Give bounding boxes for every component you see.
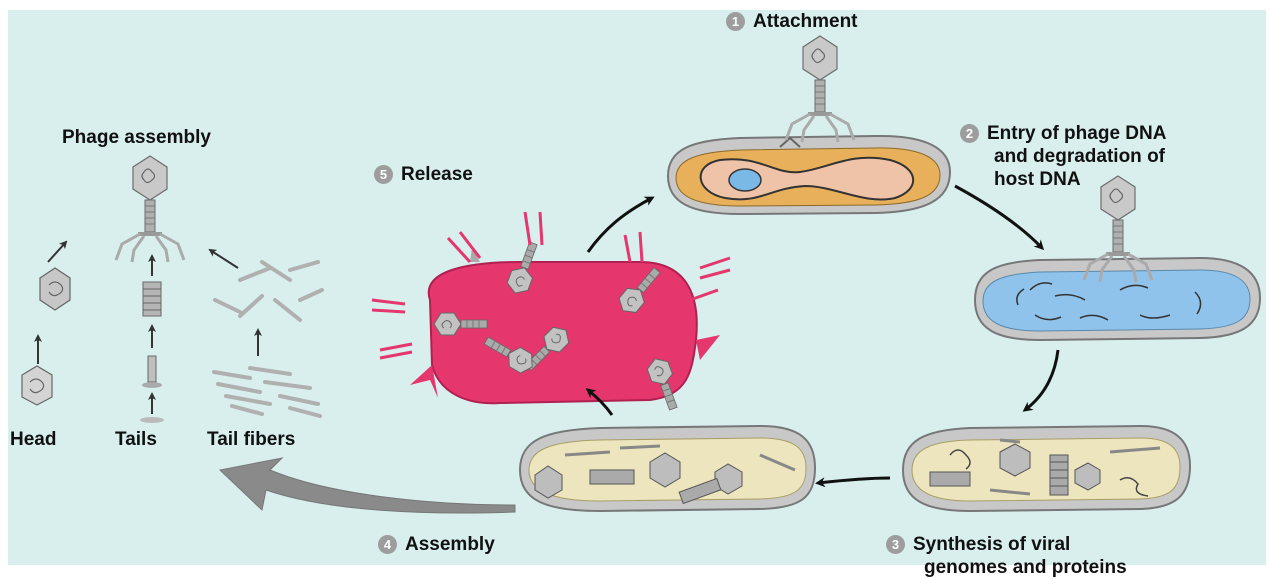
arrow-release-to-attachment (588, 198, 652, 252)
cell-assembly (520, 426, 815, 511)
step-1-label: 1 Attachment (726, 10, 858, 33)
part-label-tail-fibers: Tail fibers (207, 428, 295, 451)
step-2-line-1: Entry of phage DNA (987, 123, 1166, 144)
step-3-line-1: Synthesis of viral (913, 534, 1070, 555)
arrow-entry-to-synthesis (1025, 350, 1058, 410)
cell-attachment (668, 136, 950, 214)
head-precursor (22, 366, 52, 405)
cell-synthesis (903, 426, 1190, 511)
phage-assembly-title: Phage assembly (62, 126, 211, 149)
assembly-fiber-column (214, 262, 322, 416)
arrow-to-phage-assembly (220, 458, 515, 513)
step-2-number: 2 (960, 124, 979, 143)
step-1-number: 1 (726, 12, 745, 31)
head-shell (40, 268, 70, 310)
assembled-phage (116, 156, 184, 262)
arrow-synthesis-to-assembly (818, 478, 890, 483)
step-4-number: 4 (378, 535, 397, 554)
part-label-head: Head (10, 428, 56, 451)
arrow-attachment-to-entry (955, 186, 1042, 248)
step-3-line-2: genomes and proteins (886, 557, 1127, 578)
phage-attaching (786, 36, 854, 142)
step-2-label: 2 Entry of phage DNA and degradation of h… (960, 122, 1166, 191)
step-4-text: Assembly (405, 534, 495, 555)
step-5-label: 5 Release (374, 163, 473, 186)
step-2-line-3: host DNA (960, 169, 1081, 190)
step-3-number: 3 (886, 535, 905, 554)
assembly-head-column (22, 242, 70, 405)
step-4-label: 4 Assembly (378, 533, 495, 556)
part-label-tails: Tails (115, 428, 157, 451)
step-2-line-2: and degradation of (960, 146, 1165, 167)
step-3-label: 3 Synthesis of viral genomes and proteins (886, 533, 1127, 579)
assembly-tail-column (140, 256, 164, 423)
step-5-text: Release (401, 164, 473, 185)
step-1-text: Attachment (753, 11, 858, 32)
cell-entry (975, 258, 1260, 340)
step-5-number: 5 (374, 165, 393, 184)
